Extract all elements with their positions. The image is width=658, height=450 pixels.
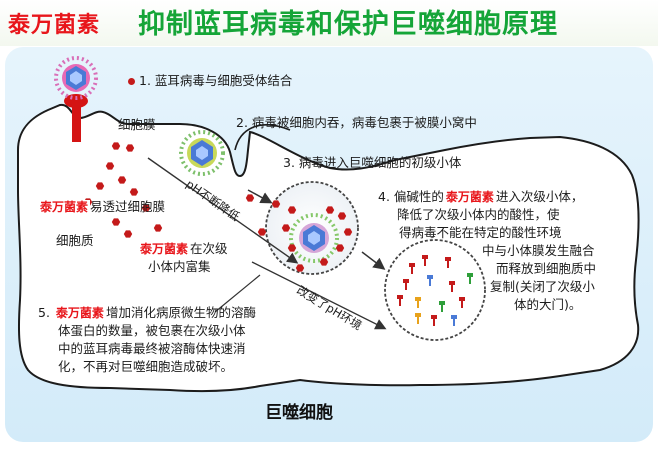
brand-logo: 泰万菌素 bbox=[8, 13, 101, 38]
step5-line4: 化，不再对巨噬细胞造成破坏。 bbox=[58, 359, 234, 374]
protein-pin bbox=[459, 297, 465, 308]
step5-suffix: 增加消化病原微生物的溶酶 bbox=[105, 305, 256, 320]
step3-text: 3. 病毒进入巨噬细胞的初级小体 bbox=[283, 155, 462, 170]
drug-hexagon bbox=[335, 244, 345, 252]
protein-pin bbox=[467, 273, 473, 284]
brand-enrich-label: 泰万菌素在次级 bbox=[138, 240, 228, 257]
drug-hexagon bbox=[245, 194, 255, 202]
drug-hexagon bbox=[287, 206, 297, 214]
step4-prefix: 4. 偏碱性的 bbox=[378, 189, 444, 204]
drug-hexagon bbox=[281, 224, 291, 232]
step4-line5: 而释放到细胞质中 bbox=[496, 261, 597, 276]
step1-marker bbox=[128, 78, 135, 85]
drug-hexagon bbox=[111, 142, 121, 150]
cytoplasm-label: 细胞质 bbox=[56, 233, 94, 248]
lysosome-proteins bbox=[397, 255, 473, 326]
drug-hexagon bbox=[129, 188, 139, 196]
arrow-step2-to-3 bbox=[247, 189, 273, 204]
drug-hexagon bbox=[153, 224, 163, 232]
virus-icon bbox=[179, 130, 225, 176]
step4-line6: 复制(关闭了次级小 bbox=[490, 279, 595, 294]
drug-hexagon bbox=[117, 176, 127, 184]
protein-pin bbox=[445, 257, 451, 268]
enrich-text-a: 在次级 bbox=[190, 241, 228, 256]
step4-line4: 中与小体膜发生融合 bbox=[482, 243, 595, 258]
step5-prefix: 5. bbox=[38, 305, 50, 320]
drug-hexagon bbox=[125, 144, 135, 152]
drug-hexagon bbox=[337, 212, 347, 220]
primary-vesicle bbox=[265, 181, 359, 275]
brand-tag: 泰万菌素 bbox=[443, 190, 496, 205]
header-bar bbox=[0, 0, 658, 46]
brand-tag: 泰万菌素 bbox=[53, 306, 106, 321]
membrane-label: 细胞膜 bbox=[118, 117, 156, 132]
drug-hexagon bbox=[95, 182, 105, 190]
drug-hexagon bbox=[319, 258, 329, 266]
arrow-step3-to-4 bbox=[361, 251, 386, 270]
step5-pointer bbox=[214, 274, 261, 313]
ph-change-arrow bbox=[251, 261, 387, 330]
step4-line3: 得病毒不能在特定的酸性环境 bbox=[399, 225, 562, 240]
step4-line2: 降低了次级小体内的酸性，使 bbox=[397, 207, 560, 222]
step4-line1: 4. 偏碱性的泰万菌素进入次级小体， bbox=[378, 188, 583, 205]
protein-pin bbox=[422, 255, 428, 266]
step2-text: 2. 病毒被细胞内吞，病毒包裹于被膜小窝中 bbox=[236, 115, 477, 130]
page-title: 抑制蓝耳病毒和保护巨噬细胞原理 bbox=[138, 9, 558, 40]
membrane-pocket bbox=[234, 124, 291, 151]
drug-hexagon bbox=[295, 264, 305, 272]
brand-cross-label: 泰万菌素易透过细胞膜 bbox=[38, 198, 165, 215]
protein-pin bbox=[415, 313, 421, 324]
brand-tag: 泰万菌素 bbox=[138, 242, 191, 257]
protein-pin bbox=[403, 279, 409, 290]
protein-pin bbox=[431, 315, 437, 326]
drug-hexagon bbox=[123, 230, 133, 238]
drug-hexagon bbox=[141, 204, 151, 212]
protein-pin bbox=[409, 263, 415, 274]
protein-pin bbox=[449, 281, 455, 292]
drug-hexagon bbox=[325, 206, 335, 214]
step4-suffix: 进入次级小体， bbox=[495, 189, 584, 204]
step4-line7: 体的大门)。 bbox=[514, 297, 582, 312]
protein-pin bbox=[427, 275, 433, 286]
drug-hexagon bbox=[287, 244, 297, 252]
protein-pin bbox=[439, 301, 445, 312]
ph-decrease-arrow bbox=[147, 157, 299, 264]
virus-icon bbox=[54, 56, 98, 100]
macrophage-label: 巨噬细胞 bbox=[265, 403, 333, 423]
drug-hexagon bbox=[111, 218, 121, 226]
drug-hexagon bbox=[257, 228, 267, 236]
step1-text: 1. 蓝耳病毒与细胞受体结合 bbox=[139, 73, 293, 88]
step5-line1: 5. 泰万菌素增加消化病原微生物的溶酶 bbox=[38, 304, 256, 321]
step5-line3: 中的蓝耳病毒最终被溶酶体快速消 bbox=[58, 341, 246, 356]
step5-line2: 体蛋白的数量，被包裹在次级小体 bbox=[58, 323, 246, 338]
drug-particles bbox=[83, 142, 353, 272]
drug-hexagon bbox=[343, 228, 353, 236]
brand-tag: 泰万菌素 bbox=[38, 200, 91, 215]
drug-hexagon bbox=[271, 200, 281, 208]
enrich-text-b: 小体内富集 bbox=[148, 259, 211, 274]
protein-pin bbox=[415, 297, 421, 308]
protein-pin bbox=[397, 295, 403, 306]
crosses-membrane-text: 易透过细胞膜 bbox=[90, 199, 166, 214]
protein-pin bbox=[451, 315, 457, 326]
drug-hexagon bbox=[105, 162, 115, 170]
